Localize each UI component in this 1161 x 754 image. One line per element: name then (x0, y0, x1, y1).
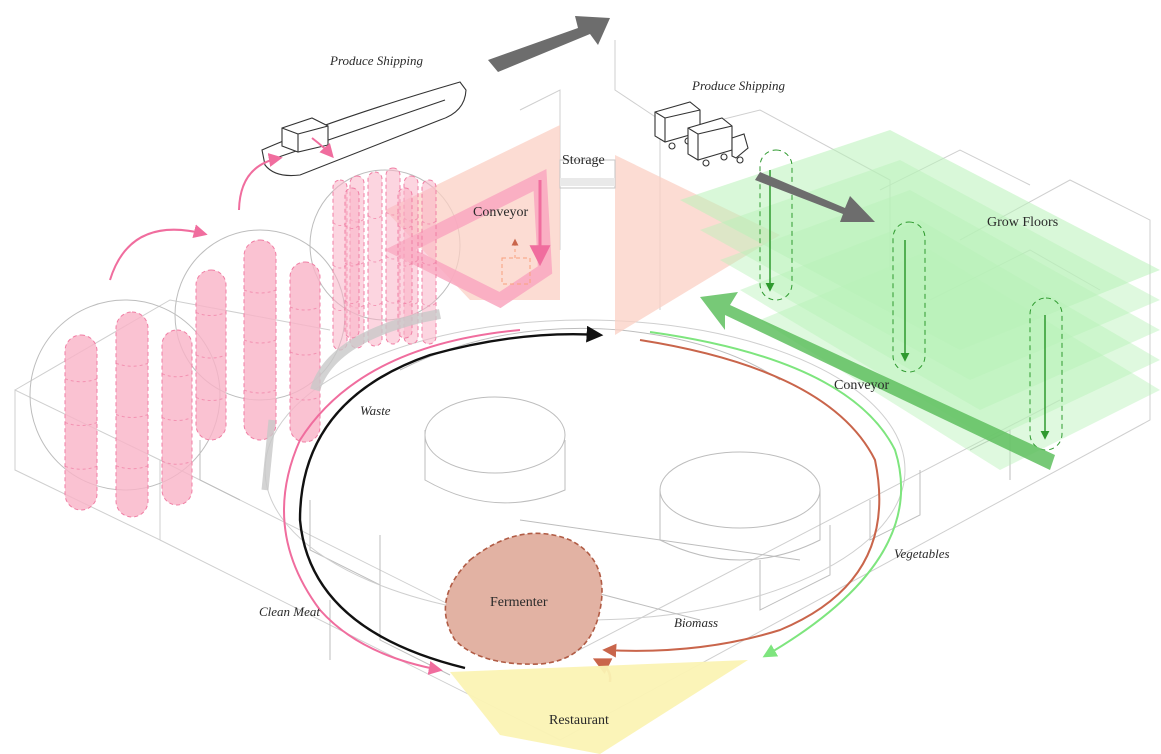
tank-segment-line (344, 225, 360, 229)
meat-tank (421, 179, 437, 345)
tank-segment-line (397, 225, 413, 229)
restaurant-label: Restaurant (549, 713, 609, 728)
pink-conveyor-loop (384, 168, 553, 309)
tank-segment-line (115, 362, 149, 367)
conveyor-label-left: Conveyor (473, 205, 529, 220)
meat-tank (367, 171, 383, 347)
cycle-arrow-black (298, 325, 604, 670)
biomass-label: Biomass (674, 615, 718, 630)
tank-segment-line (161, 460, 193, 465)
meat-tank (289, 261, 321, 443)
tank-segment-line (421, 261, 437, 266)
cultured-meat-tanks (64, 167, 437, 518)
clean-meat-arrow (283, 329, 521, 675)
tank-segment-line (195, 312, 227, 316)
tank-segment-line (243, 339, 277, 344)
tank-segment-line (367, 258, 383, 263)
tank-segment-line (195, 397, 227, 401)
tank-segment-line (195, 354, 227, 359)
conveyor-label-right: Conveyor (834, 378, 890, 393)
meat-tank (397, 187, 413, 339)
tank-segment-line (64, 465, 98, 470)
export-arrow (488, 16, 610, 72)
tank-segment-line (289, 351, 321, 356)
tank-segment-line (367, 302, 383, 306)
tank-segment-line (115, 465, 149, 470)
meat-tank (115, 311, 149, 518)
tank-segment-line (421, 302, 437, 307)
tank-segment-line (289, 306, 321, 311)
vegetables-label: Vegetables (894, 546, 950, 561)
tank-segment-line (64, 422, 98, 426)
produce-shipping-label-left: Produce Shipping (329, 53, 424, 68)
meat-tank (344, 187, 360, 339)
tank-segment-line (64, 378, 98, 383)
grow-floors (680, 130, 1160, 470)
tank-segment-line (161, 417, 193, 421)
restaurant-zone (450, 660, 748, 754)
fermenter (444, 532, 603, 665)
shipping-arrow (755, 172, 875, 222)
grey-flow-arrows (261, 16, 875, 491)
tank-segment-line (289, 396, 321, 401)
meat-tank (161, 329, 193, 506)
fermenter-label: Fermenter (490, 595, 548, 610)
tank-segment-line (243, 389, 277, 394)
meat-tank (64, 334, 98, 511)
vegetables-arrow (649, 331, 903, 658)
grow-floors-label: Grow Floors (987, 215, 1058, 230)
tank-segment-line (397, 262, 413, 267)
biomass-arrow (602, 339, 881, 658)
tank-segment-line (344, 300, 360, 304)
meat-tank (195, 269, 227, 441)
tank-segment-line (344, 262, 360, 267)
tank-segment-line (367, 215, 383, 219)
tank-segment-line (115, 414, 149, 418)
clean-meat-label: Clean Meat (259, 604, 320, 619)
tank-segment-line (243, 289, 277, 294)
waste-label: Waste (360, 403, 391, 418)
cargo-ship-icon (109, 81, 467, 281)
tank-segment-line (161, 373, 193, 378)
meat-tank (243, 239, 277, 441)
tank-segment-line (397, 300, 413, 304)
produce-shipping-label-right: Produce Shipping (691, 78, 786, 93)
tank-segment-line (421, 220, 437, 225)
storage-label: Storage (562, 153, 605, 168)
delivery-trucks-icon (654, 101, 749, 167)
